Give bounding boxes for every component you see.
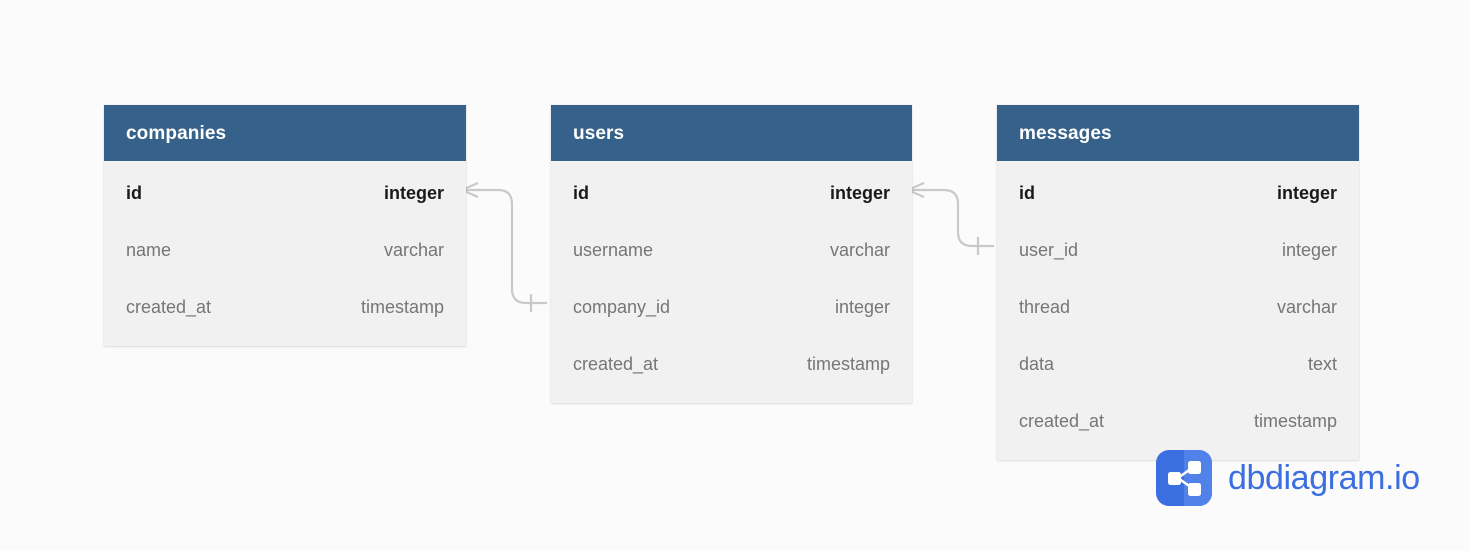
table-header-companies[interactable]: companies bbox=[104, 105, 466, 161]
field-name: username bbox=[573, 240, 654, 260]
field-row[interactable]: id integer bbox=[104, 165, 466, 222]
field-name: user_id bbox=[1019, 240, 1079, 260]
field-type: timestamp bbox=[1253, 411, 1337, 431]
field-type: varchar bbox=[829, 240, 890, 260]
table-card-users[interactable]: users id integer username varchar compan… bbox=[551, 105, 912, 403]
dbdiagram-watermark[interactable]: dbdiagram.io bbox=[1156, 450, 1420, 506]
logo-panel bbox=[1184, 450, 1212, 506]
field-type: varchar bbox=[383, 240, 444, 260]
share-network-icon bbox=[1156, 450, 1212, 506]
field-row[interactable]: created_at timestamp bbox=[997, 393, 1359, 450]
field-row[interactable]: created_at timestamp bbox=[551, 336, 912, 393]
field-type: integer bbox=[834, 297, 890, 317]
table-card-messages[interactable]: messages id integer user_id integer thre… bbox=[997, 105, 1359, 460]
table-title: users bbox=[573, 122, 625, 144]
table-card-companies[interactable]: companies id integer name varchar create… bbox=[104, 105, 466, 346]
table-body-companies: id integer name varchar created_at times… bbox=[104, 161, 466, 346]
field-row[interactable]: data text bbox=[997, 336, 1359, 393]
field-name: name bbox=[126, 240, 172, 260]
field-name: id bbox=[1019, 183, 1035, 203]
field-type: timestamp bbox=[360, 297, 444, 317]
field-type: timestamp bbox=[806, 354, 890, 374]
field-name: id bbox=[126, 183, 142, 203]
share-glyph bbox=[1168, 461, 1201, 496]
relation-path bbox=[478, 188, 547, 305]
field-name: created_at bbox=[573, 354, 659, 374]
field-type: integer bbox=[1276, 183, 1337, 203]
field-type: text bbox=[1307, 354, 1337, 374]
field-row[interactable]: user_id integer bbox=[997, 222, 1359, 279]
field-row[interactable]: company_id integer bbox=[551, 279, 912, 336]
field-row[interactable]: created_at timestamp bbox=[104, 279, 466, 336]
field-row[interactable]: name varchar bbox=[104, 222, 466, 279]
field-type: integer bbox=[1281, 240, 1337, 260]
table-body-messages: id integer user_id integer thread varcha… bbox=[997, 161, 1359, 460]
field-name: company_id bbox=[573, 297, 671, 317]
table-header-users[interactable]: users bbox=[551, 105, 912, 161]
field-row[interactable]: thread varchar bbox=[997, 279, 1359, 336]
table-title: messages bbox=[1019, 122, 1112, 144]
field-name: created_at bbox=[1019, 411, 1105, 431]
field-name: thread bbox=[1019, 297, 1071, 317]
field-row[interactable]: id integer bbox=[997, 165, 1359, 222]
table-body-users: id integer username varchar company_id i… bbox=[551, 161, 912, 403]
field-type: varchar bbox=[1276, 297, 1337, 317]
field-row[interactable]: id integer bbox=[551, 165, 912, 222]
field-name: data bbox=[1019, 354, 1055, 374]
field-type: integer bbox=[383, 183, 444, 203]
table-title: companies bbox=[126, 122, 227, 144]
field-name: id bbox=[573, 183, 589, 203]
table-header-messages[interactable]: messages bbox=[997, 105, 1359, 161]
field-type: integer bbox=[829, 183, 890, 203]
watermark-label: dbdiagram.io bbox=[1228, 459, 1420, 497]
relation-users-messages bbox=[907, 181, 994, 255]
relation-path bbox=[924, 188, 994, 248]
field-row[interactable]: username varchar bbox=[551, 222, 912, 279]
field-name: created_at bbox=[126, 297, 212, 317]
relation-companies-users bbox=[461, 181, 547, 312]
